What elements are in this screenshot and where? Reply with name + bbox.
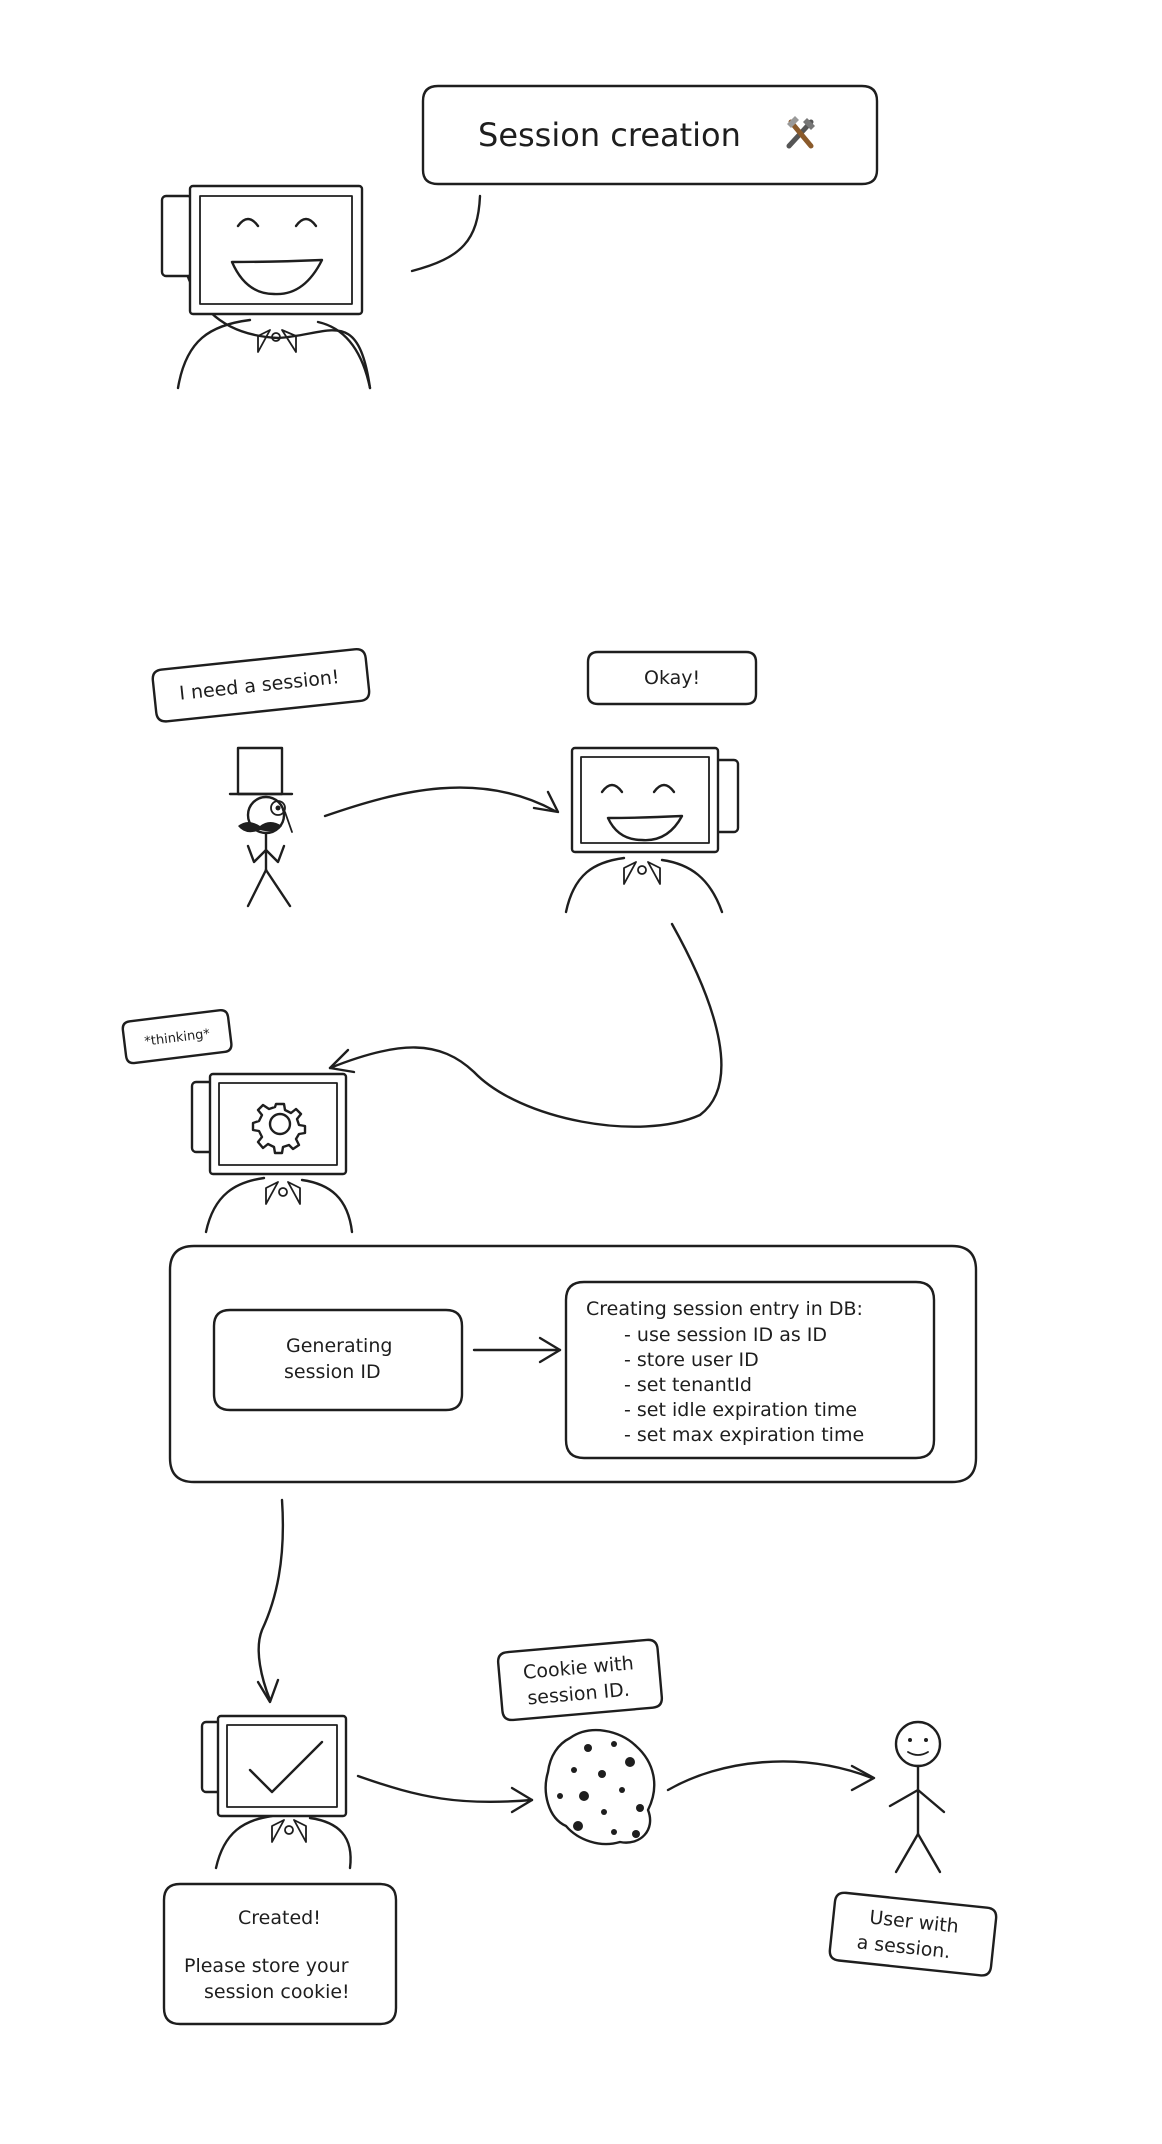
created-line-2: Please store your	[184, 1955, 349, 1977]
process-container	[168, 1244, 978, 1484]
created-line-1: Created!	[238, 1907, 321, 1929]
db-title: Creating session entry in DB:	[586, 1298, 863, 1320]
server-mascot-created	[200, 1714, 352, 1870]
db-step-2: - store user ID	[624, 1349, 759, 1371]
thinking-bubble: *thinking*	[121, 1008, 233, 1065]
user-request-bubble: I need a session!	[151, 647, 371, 723]
user-figure	[888, 1720, 946, 1874]
db-step-1: - use session ID as ID	[624, 1324, 827, 1346]
db-step-5: - set max expiration time	[624, 1424, 864, 1446]
arrow-to-cookie	[356, 1774, 534, 1814]
created-line-3: session cookie!	[204, 1981, 350, 2003]
generate-line-1: Generating	[286, 1335, 392, 1357]
db-step-3: - set tenantId	[624, 1374, 752, 1396]
server-ok-bubble: Okay!	[586, 650, 758, 706]
arrow-to-created	[256, 1498, 285, 1704]
arrow-request	[323, 786, 560, 818]
server-mascot-happy-large	[160, 184, 372, 390]
created-bubble: Created! Please store your session cooki…	[162, 1882, 398, 2026]
arrow-to-thinking	[328, 922, 723, 1128]
cookie-bubble: Cookie with session ID.	[496, 1638, 664, 1722]
tools-icon	[786, 116, 815, 149]
generate-line-2: session ID	[284, 1361, 381, 1383]
server-ok-text: Okay!	[644, 667, 700, 689]
db-entry-box: Creating session entry in DB: - use sess…	[564, 1280, 936, 1460]
fancy-user-figure	[228, 746, 294, 908]
arrow-to-user	[666, 1760, 876, 1792]
server-mascot-happy-medium	[564, 746, 740, 914]
arrow-generate-to-db	[472, 1336, 562, 1364]
title-text: Session creation	[478, 116, 741, 154]
gear-icon	[251, 1102, 307, 1155]
generate-id-box: Generating session ID	[212, 1308, 464, 1412]
cookie-line-2: session ID.	[526, 1679, 630, 1710]
server-mascot-thinking	[190, 1072, 354, 1234]
user-done-line-2: a session.	[856, 1931, 952, 1963]
title-bubble: Session creation	[410, 84, 879, 273]
thinking-text: *thinking*	[144, 1027, 212, 1050]
user-request-text: I need a session!	[178, 666, 340, 705]
cookie-icon	[544, 1729, 656, 1846]
db-step-4: - set idle expiration time	[624, 1399, 857, 1421]
user-done-bubble: User with a session.	[828, 1891, 998, 1977]
